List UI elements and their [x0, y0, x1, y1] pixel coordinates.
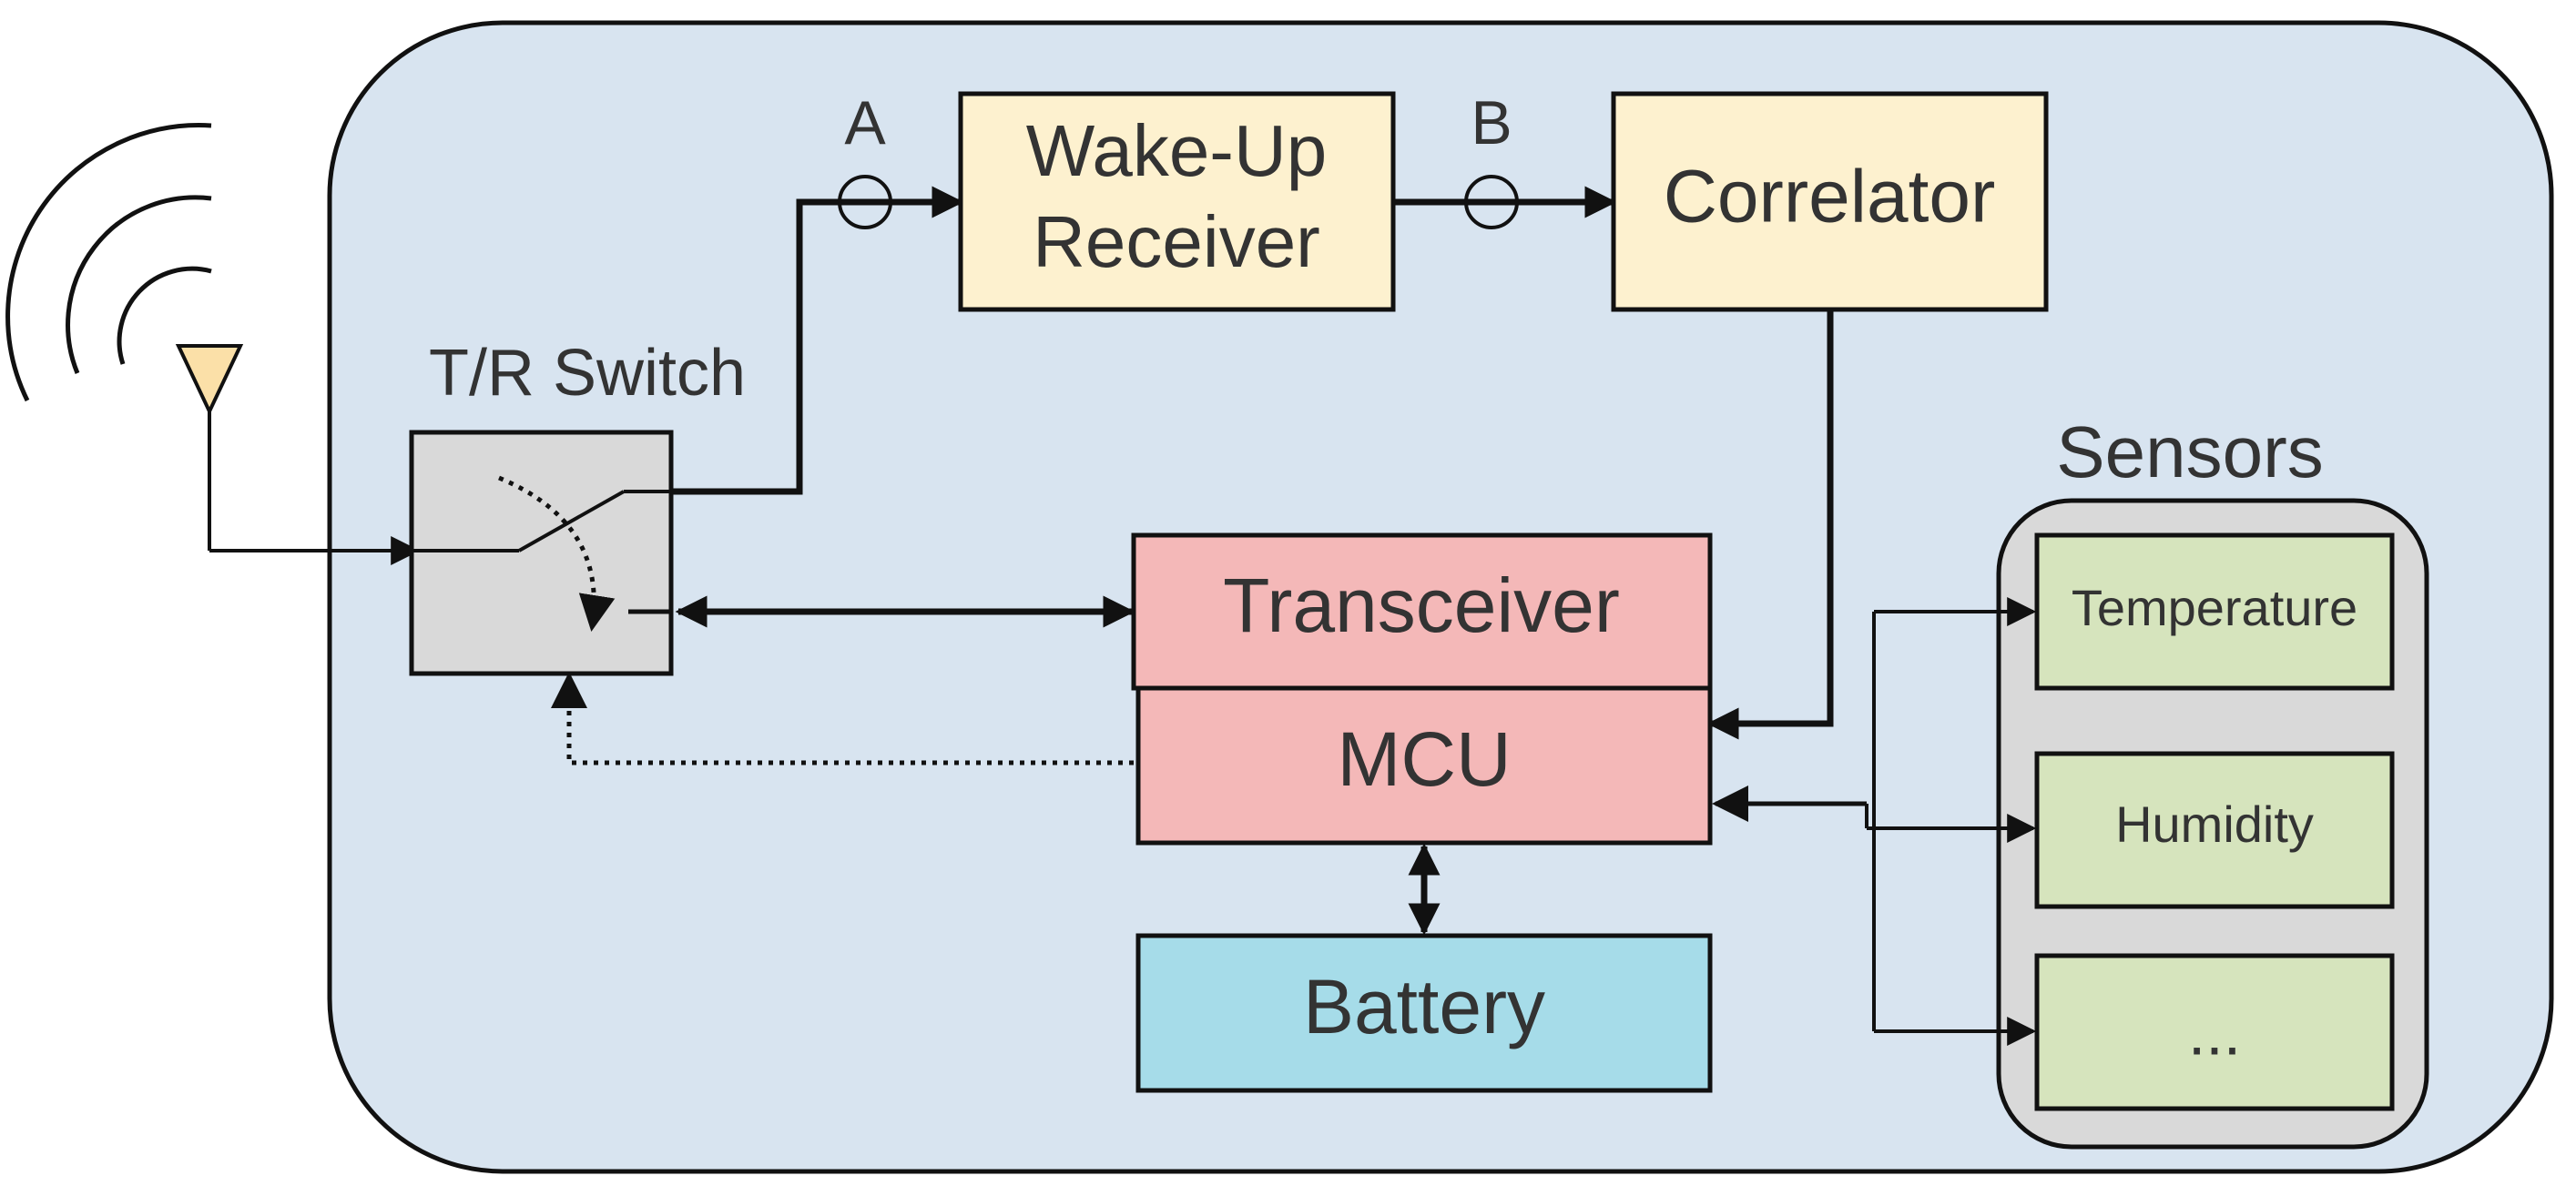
- temperature-sensor-label: Temperature: [2072, 579, 2357, 636]
- probe-point-a-icon: [838, 175, 892, 229]
- battery-label: Battery: [1303, 964, 1545, 1049]
- temperature-sensor-box: [2034, 532, 2395, 691]
- probe-point-a-label: A: [844, 88, 886, 157]
- more-sensors-box: [2034, 953, 2395, 1111]
- switch-to-wakeup-wire: [671, 186, 964, 495]
- wakeup-receiver-label-line1: Wake-Up: [1026, 110, 1327, 191]
- mcu-switch-control-wire: [551, 672, 1134, 765]
- battery-box: [1135, 933, 1713, 1093]
- wakeup-receiver-label-line2: Receiver: [1033, 201, 1320, 282]
- correlator-label: Correlator: [1664, 156, 1996, 238]
- transceiver-label: Transceiver: [1223, 563, 1620, 648]
- humidity-sensor-box: [2034, 751, 2395, 909]
- probe-point-b-label: B: [1471, 88, 1512, 157]
- antenna-icon: [5, 123, 244, 551]
- sensors-label: Sensors: [2056, 411, 2323, 492]
- mcu-label: MCU: [1337, 716, 1511, 802]
- correlator-to-mcu-wire: [1706, 309, 1834, 740]
- mcu-box: [1135, 685, 1713, 846]
- probe-point-b-icon: [1464, 175, 1519, 229]
- switch-contact-icon: [412, 475, 671, 632]
- tr-switch-box: [409, 430, 674, 676]
- tr-switch-label: T/R Switch: [429, 337, 746, 410]
- humidity-sensor-label: Humidity: [2115, 796, 2314, 853]
- wakeup-receiver-box: [958, 91, 1396, 312]
- transceiver-box: [1131, 532, 1713, 691]
- more-sensors-label: ...: [2188, 997, 2241, 1068]
- mcu-sensor-bus: [1712, 597, 2037, 1046]
